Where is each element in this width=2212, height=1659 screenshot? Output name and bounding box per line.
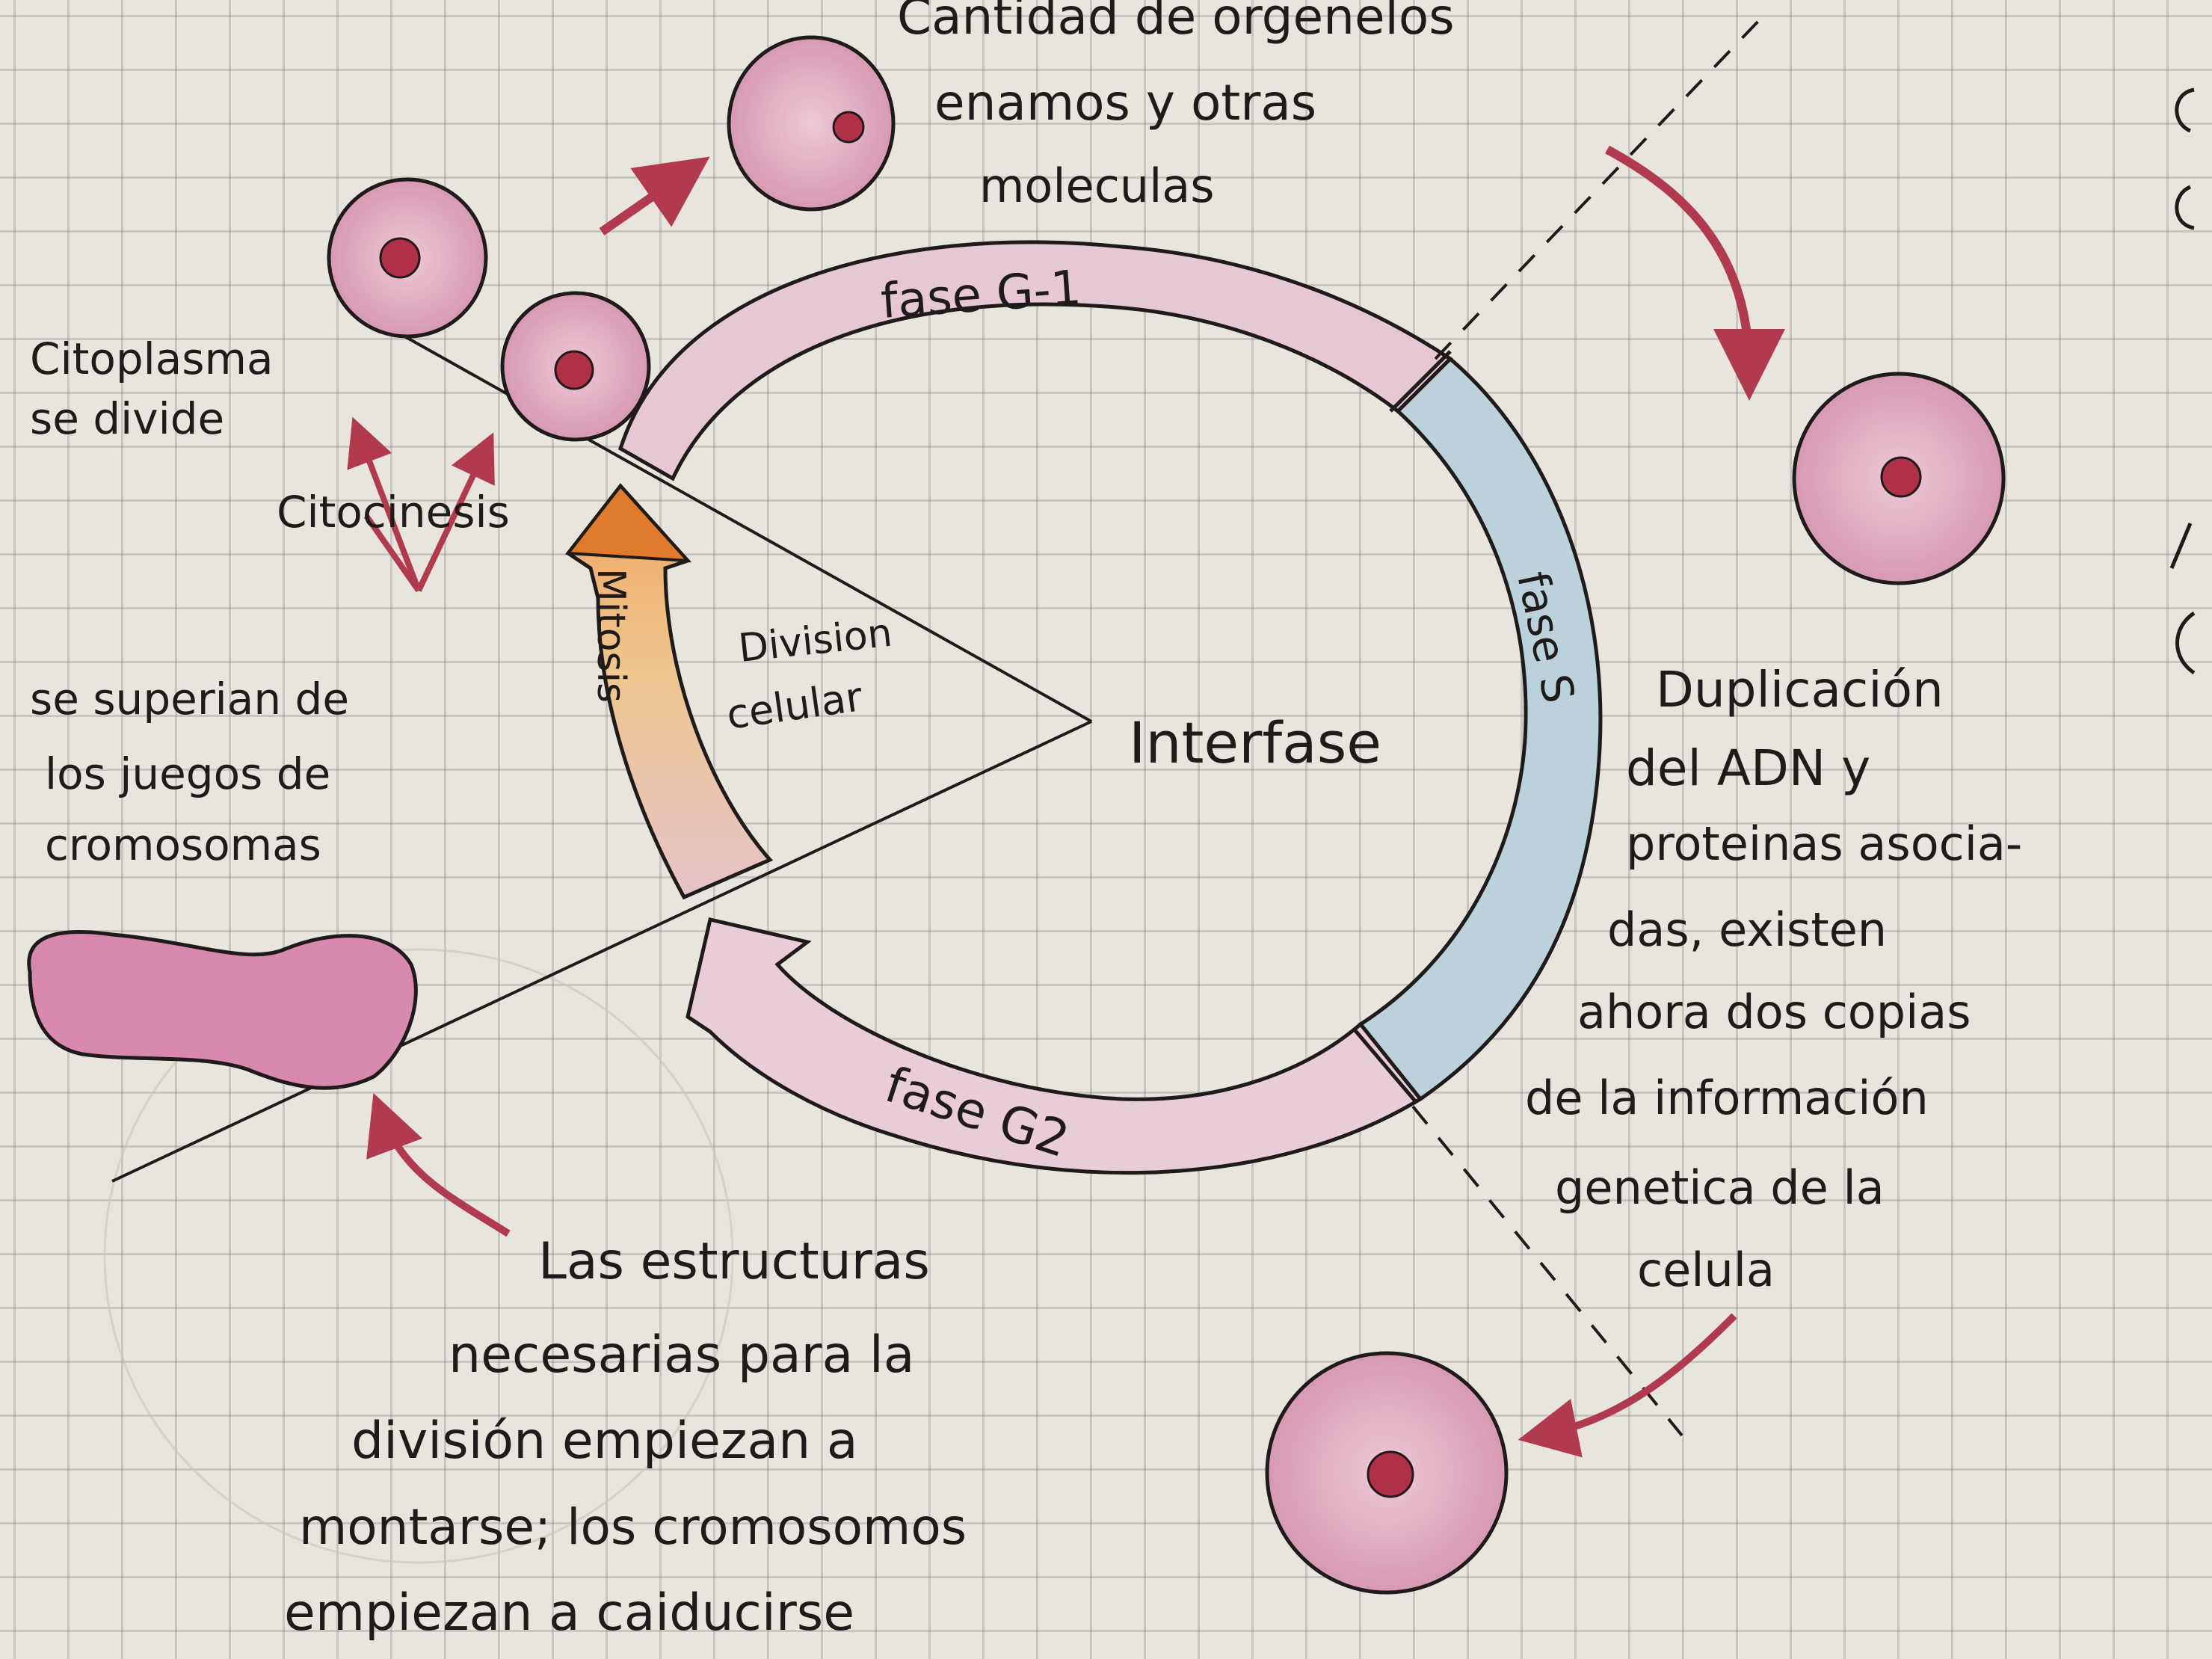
cell-top-left [327, 177, 488, 339]
note-estructuras-line3: división empiezan a [351, 1412, 858, 1471]
s-g2-divider [1352, 1027, 1418, 1104]
note-estructuras-line4: montarse; los cromosomos [299, 1498, 967, 1556]
note-estructuras-line2: necesarias para la [449, 1326, 914, 1385]
faint-circle-sketch [103, 948, 734, 1564]
arrow-to-bottom-cell [1518, 1313, 1737, 1458]
note-top-line1: Cantidad de orgenelos [897, 0, 1455, 46]
note-citocinesis: Citocinesis [277, 487, 510, 538]
cell-bottom [1265, 1351, 1509, 1595]
note-citoplasma-line2: se divide [30, 393, 224, 444]
arrow-to-right-cell [1605, 145, 1785, 401]
note-cromosomas-line2: los juegos de [45, 748, 330, 799]
cell-top [727, 35, 896, 212]
note-adn-line6: de la información [1525, 1071, 1929, 1125]
note-adn-line4: das, existen [1607, 902, 1887, 957]
arrow-citoplasma [347, 416, 422, 592]
note-adn-line5: ahora dos copias [1577, 985, 1971, 1039]
label-mitosis: Mitosis [588, 568, 633, 703]
note-cromosomas-line1: se superian de [30, 674, 349, 724]
note-adn-line3: proteinas asocia- [1626, 816, 2022, 871]
page-edge-marks [2169, 87, 2196, 675]
note-top-line2: enamos y otras [934, 74, 1316, 132]
note-estructuras-line1: Las estructuras [538, 1232, 930, 1291]
dividing-cell [27, 930, 418, 1090]
label-division-line2: celular [724, 673, 866, 739]
dashed-line-top [1434, 13, 1766, 360]
note-citoplasma-line1: Citoplasma [30, 333, 274, 384]
g1-s-divider [1389, 350, 1452, 413]
arrow-citocinesis [363, 449, 486, 593]
cell-right [1792, 372, 2006, 585]
note-top-line3: moleculas [979, 158, 1215, 213]
cell-small-left [500, 291, 651, 442]
note-cromosomas-line3: cromosomas [45, 819, 321, 870]
note-adn-line8: celula [1637, 1243, 1775, 1297]
label-division-line1: Division [736, 611, 894, 671]
s-band [1358, 356, 1603, 1102]
wedge-line-lower [111, 720, 1092, 1183]
note-estructuras-line5: empiezan a caiducirse [284, 1583, 854, 1643]
arrow-to-dividing-cell [366, 1092, 511, 1237]
wedge-line-upper [351, 305, 1092, 723]
g2-band [686, 917, 1423, 1175]
dashed-line-bottom [1411, 1105, 1683, 1437]
note-adn-line1: Duplicación [1656, 661, 1944, 718]
arrow-to-top-cell [599, 156, 710, 236]
note-adn-line7: genetica de la [1555, 1160, 1885, 1215]
note-adn-line2: del ADN y [1626, 739, 1870, 797]
label-interfase: Interfase [1129, 710, 1381, 776]
mitosis-arrowhead [565, 483, 691, 563]
